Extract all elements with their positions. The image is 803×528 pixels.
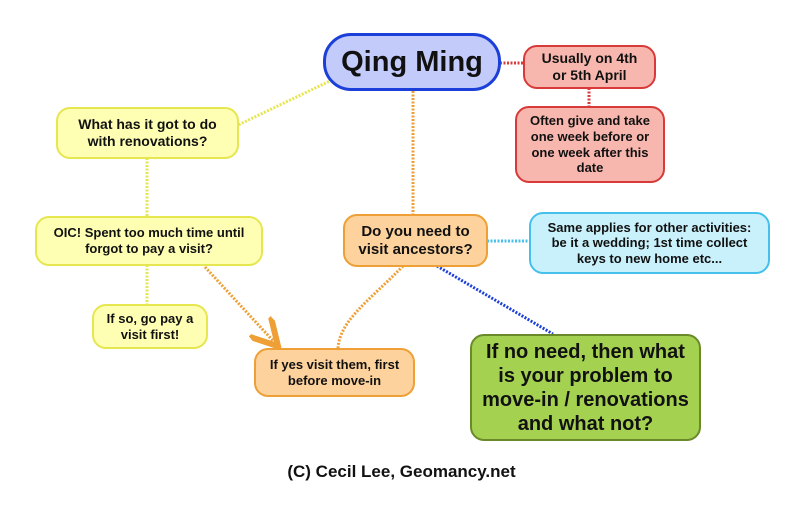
node-go-label: If so, go pay a visit first! bbox=[106, 310, 194, 342]
node-date-range[interactable]: Often give and take one week before or o… bbox=[515, 106, 665, 183]
node-date[interactable]: Usually on 4th or 5th April bbox=[523, 45, 656, 89]
node-visit-first-label: If yes visit them, first before move-in bbox=[269, 356, 400, 388]
node-other-label: Same applies for other activities: be it… bbox=[547, 219, 752, 266]
node-other-activities[interactable]: Same applies for other activities: be it… bbox=[529, 212, 770, 274]
node-no-need[interactable]: If no need, then what is your problem to… bbox=[470, 334, 701, 441]
link-ancestors-visitfirst bbox=[336, 264, 405, 349]
central-topic-label: Qing Ming bbox=[341, 45, 483, 78]
node-no-need-label: If no need, then what is your problem to… bbox=[482, 340, 689, 435]
node-forgot-label: OIC! Spent too much time until forgot to… bbox=[53, 225, 245, 256]
link-forgot-visitfirst-arrow bbox=[203, 265, 276, 344]
node-renovations-question[interactable]: What has it got to do with renovations? bbox=[56, 107, 239, 159]
node-renovations-label: What has it got to do with renovations? bbox=[78, 116, 217, 149]
node-visit-ancestors[interactable]: Do you need to visit ancestors? bbox=[343, 214, 488, 267]
node-forgot-visit[interactable]: OIC! Spent too much time until forgot to… bbox=[35, 216, 263, 266]
link-ancestors-noneed bbox=[436, 264, 554, 336]
node-date-label: Usually on 4th or 5th April bbox=[541, 50, 638, 83]
copyright-footer: (C) Cecil Lee, Geomancy.net bbox=[287, 462, 516, 481]
link-central-renovations bbox=[237, 78, 333, 127]
node-go-visit[interactable]: If so, go pay a visit first! bbox=[92, 304, 208, 349]
node-visit-first[interactable]: If yes visit them, first before move-in bbox=[254, 348, 415, 397]
node-date-range-label: Often give and take one week before or o… bbox=[530, 113, 650, 176]
central-topic[interactable]: Qing Ming bbox=[323, 33, 501, 91]
node-ancestors-label: Do you need to visit ancestors? bbox=[358, 222, 473, 258]
